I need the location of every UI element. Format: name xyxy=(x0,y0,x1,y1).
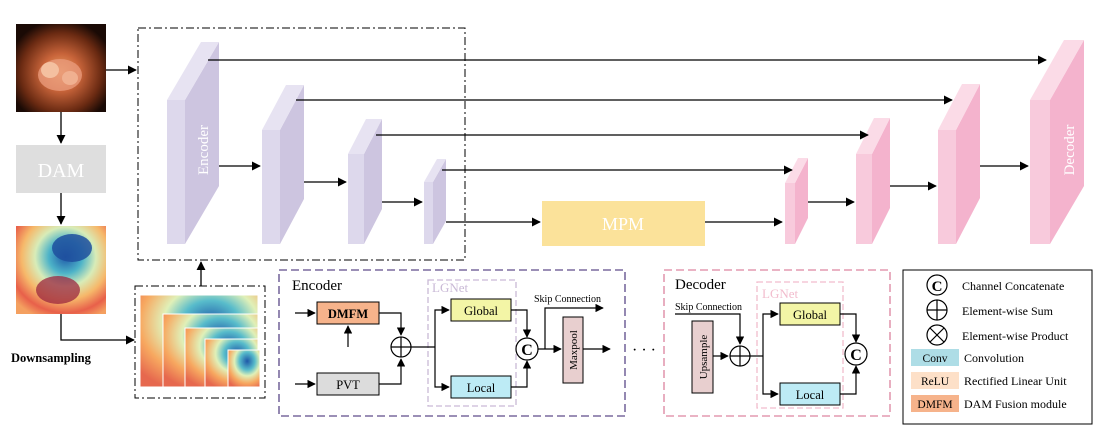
arrow-dmfm-sum xyxy=(379,312,406,336)
arrow-local-concat-dec xyxy=(840,365,861,395)
legend-label-product: Element-wise Product xyxy=(962,329,1069,343)
decoder-block-2 xyxy=(856,118,890,244)
global-box-encoder: Global xyxy=(450,298,512,322)
channel-concatenate-icon-decoder: C xyxy=(844,342,868,366)
pvt-label: PVT xyxy=(336,378,360,392)
element-wise-sum-legend-icon xyxy=(926,299,948,321)
arrow-to-local xyxy=(434,347,450,392)
arrow-skip-out xyxy=(544,303,604,349)
encoder-panel-title: Encoder xyxy=(292,278,342,294)
mpm-label: MPM xyxy=(602,214,644,234)
legend-item-concat: C Channel Concatenate xyxy=(926,274,1064,296)
legend-item-dmfm: DMFM DAM Fusion module xyxy=(911,395,1067,412)
depth-pyramid-frame xyxy=(134,285,266,399)
element-wise-product-legend-icon xyxy=(926,324,948,346)
arrow-depth-to-pyramid xyxy=(60,314,135,345)
arrow-global-concat-dec xyxy=(840,313,861,343)
legend-item-relu: ReLU Rectified Linear Unit xyxy=(911,372,1067,389)
encoder-block-1: Encoder xyxy=(167,42,219,244)
decoder-block-3 xyxy=(938,84,980,244)
encoder-block-label: Encoder xyxy=(196,125,212,175)
maxpool-box: Maxpool xyxy=(562,316,584,384)
encoder-block-2 xyxy=(262,85,304,244)
legend-item-conv: Conv Convolution xyxy=(911,349,1024,366)
maxpool-label: Maxpool xyxy=(568,330,580,370)
decoder-block-1 xyxy=(785,158,808,244)
endoscopy-input-image xyxy=(16,24,106,112)
legend-box xyxy=(902,269,1093,425)
element-wise-sum-icon xyxy=(390,336,412,358)
svg-text:C: C xyxy=(521,342,533,359)
continuation-dots: · · · xyxy=(632,342,656,359)
local-box-decoder: Local xyxy=(779,382,841,406)
downsampling-label: Downsampling xyxy=(11,351,92,365)
upsample-label: Upsample xyxy=(698,335,710,380)
arrow-skip-in xyxy=(675,313,745,345)
global-box-decoder: Global xyxy=(779,302,841,326)
local-label-decoder: Local xyxy=(796,388,825,402)
global-label-decoder: Global xyxy=(793,308,828,322)
depth-map-image xyxy=(16,226,106,314)
encoder-detail-panel xyxy=(278,269,626,417)
svg-text:ReLU: ReLU xyxy=(921,376,950,388)
legend-label-dmfm: DAM Fusion module xyxy=(964,397,1067,411)
arrow-global-concat xyxy=(511,309,532,338)
conv-swatch xyxy=(911,349,959,366)
svg-text:C: C xyxy=(850,347,862,364)
element-wise-sum-icon-decoder xyxy=(729,345,751,367)
lgnet-frame-encoder xyxy=(427,279,517,407)
lgnet-label-encoder: LGNet xyxy=(432,280,468,295)
lgnet-frame-decoder xyxy=(756,281,844,409)
arrow-to-global xyxy=(434,305,450,347)
dmfm-box: DMFM xyxy=(316,301,380,325)
legend-label-sum: Element-wise Sum xyxy=(962,304,1054,318)
local-box-encoder: Local xyxy=(450,375,512,399)
legend-label-relu: Rectified Linear Unit xyxy=(964,374,1067,388)
skip-connection-label-encoder: Skip Connection xyxy=(534,294,601,305)
legend-label-conv: Convolution xyxy=(964,351,1024,365)
depth-pyramid xyxy=(139,294,261,388)
encoder-block-4 xyxy=(424,159,446,244)
arrow-to-local-dec xyxy=(762,356,779,399)
svg-text:Conv: Conv xyxy=(923,353,948,365)
decoder-block-4: Decoder xyxy=(1030,40,1084,244)
relu-swatch xyxy=(911,372,959,389)
local-label-encoder: Local xyxy=(467,381,496,395)
legend-label-concat: Channel Concatenate xyxy=(962,279,1064,293)
lgnet-label-decoder: LGNet xyxy=(762,286,798,301)
skip-connection-label-decoder: Skip Connection xyxy=(675,302,742,313)
dam-label: DAM xyxy=(38,160,85,182)
encoder-block-3 xyxy=(348,119,382,244)
arrow-pvt-sum xyxy=(379,358,406,385)
dmfm-label: DMFM xyxy=(328,307,368,321)
decoder-detail-panel xyxy=(663,269,891,417)
svg-text:C: C xyxy=(932,279,943,295)
arrow-to-global-dec xyxy=(762,309,779,356)
arrow-local-concat xyxy=(511,360,532,388)
pvt-box: PVT xyxy=(316,372,380,396)
channel-concatenate-icon: C xyxy=(515,337,539,361)
mpm-block: MPM xyxy=(542,201,705,246)
svg-text:DMFM: DMFM xyxy=(917,399,952,411)
upsample-box: Upsample xyxy=(691,320,714,394)
legend-item-sum: Element-wise Sum xyxy=(926,299,1054,321)
legend-item-product: Element-wise Product xyxy=(926,324,1069,346)
global-label-encoder: Global xyxy=(464,304,499,318)
channel-concatenate-legend-icon: C xyxy=(926,274,948,296)
dam-block: DAM xyxy=(16,145,106,193)
decoder-block-label: Decoder xyxy=(1062,125,1078,176)
dmfm-swatch xyxy=(911,395,959,412)
decoder-panel-title: Decoder xyxy=(675,277,726,293)
encoder-frame xyxy=(137,27,466,261)
